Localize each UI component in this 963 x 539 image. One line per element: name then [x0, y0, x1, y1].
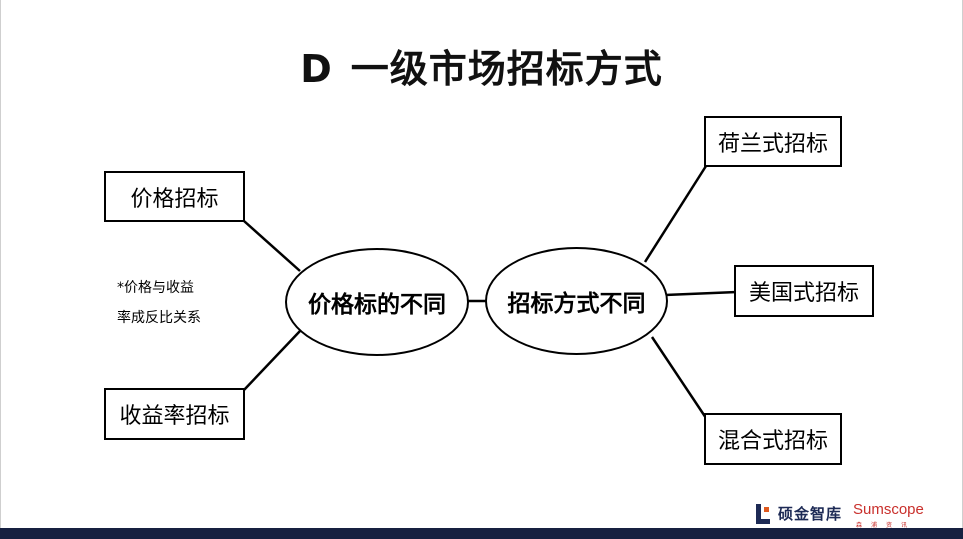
slide-title: D 一级市场招标方式 [0, 38, 963, 93]
connector-line [664, 290, 738, 297]
ellipse-price-target: 价格标的不同 [285, 248, 469, 356]
connector-line [243, 330, 301, 391]
brand-subtitle: 森浦资讯 [856, 522, 917, 529]
logo: 硕金智库 [756, 503, 842, 524]
note-line: 率成反比关系 [117, 310, 201, 326]
footer-bar [0, 528, 963, 539]
title-text: 一级市场招标方式 [350, 47, 663, 91]
logo-mark-icon [756, 503, 772, 524]
logo-text: 硕金智库 [778, 505, 843, 523]
ellipse-tender-method: 招标方式不同 [485, 247, 668, 355]
box-hybrid-auction: 混合式招标 [704, 413, 842, 465]
box-yield-tender: 收益率招标 [104, 388, 245, 440]
slide-border [0, 0, 1, 528]
connector-line [643, 165, 708, 263]
box-american-auction: 美国式招标 [734, 265, 874, 317]
side-note: *价格与收益 率成反比关系 [117, 273, 201, 333]
note-line: *价格与收益 [117, 280, 194, 296]
title-letter: D [300, 47, 333, 91]
connector-line [243, 220, 301, 272]
box-dutch-auction: 荷兰式招标 [704, 116, 842, 167]
box-price-tender: 价格招标 [104, 171, 245, 222]
brand-name: Sumscope [853, 501, 924, 518]
connector-line [650, 336, 708, 419]
